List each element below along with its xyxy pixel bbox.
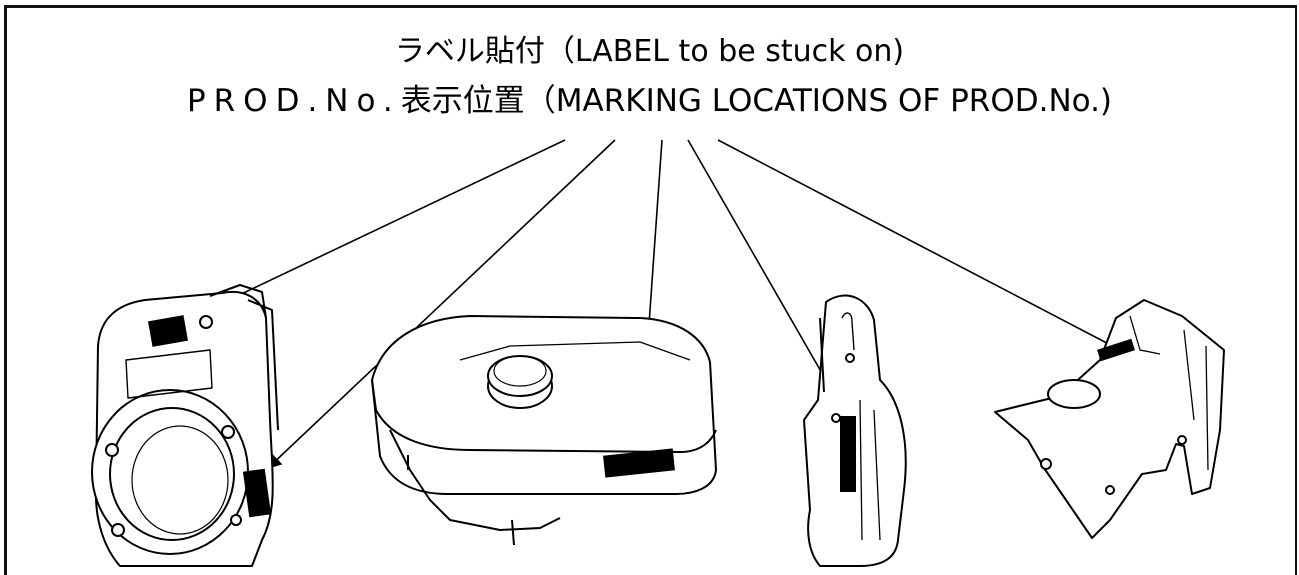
frame-bracket-drawing <box>994 299 1225 539</box>
side-cover-drawing <box>803 294 907 567</box>
marking-locations-title: PROD.No.表示位置（MARKING LOCATIONS OF PROD.N… <box>0 75 1299 120</box>
marking-locations-text: 表示位置（MARKING LOCATIONS OF PROD.No.) <box>400 83 1113 119</box>
arrow-side-cover <box>687 139 843 410</box>
diagram-frame <box>4 5 1297 575</box>
label-stuck-on-text: ラベル貼付（LABEL to be stuck on) <box>394 34 905 69</box>
arrow-frame-bracket <box>717 139 1126 353</box>
arrow-fan-cover-side <box>266 139 616 469</box>
prod-no-prefix: PROD.No. <box>186 83 401 119</box>
fuel-tank-drawing <box>371 315 717 546</box>
label-stuck-on-title: ラベル貼付（LABEL to be stuck on) <box>0 26 1299 70</box>
fan-cover-drawing <box>91 284 279 567</box>
